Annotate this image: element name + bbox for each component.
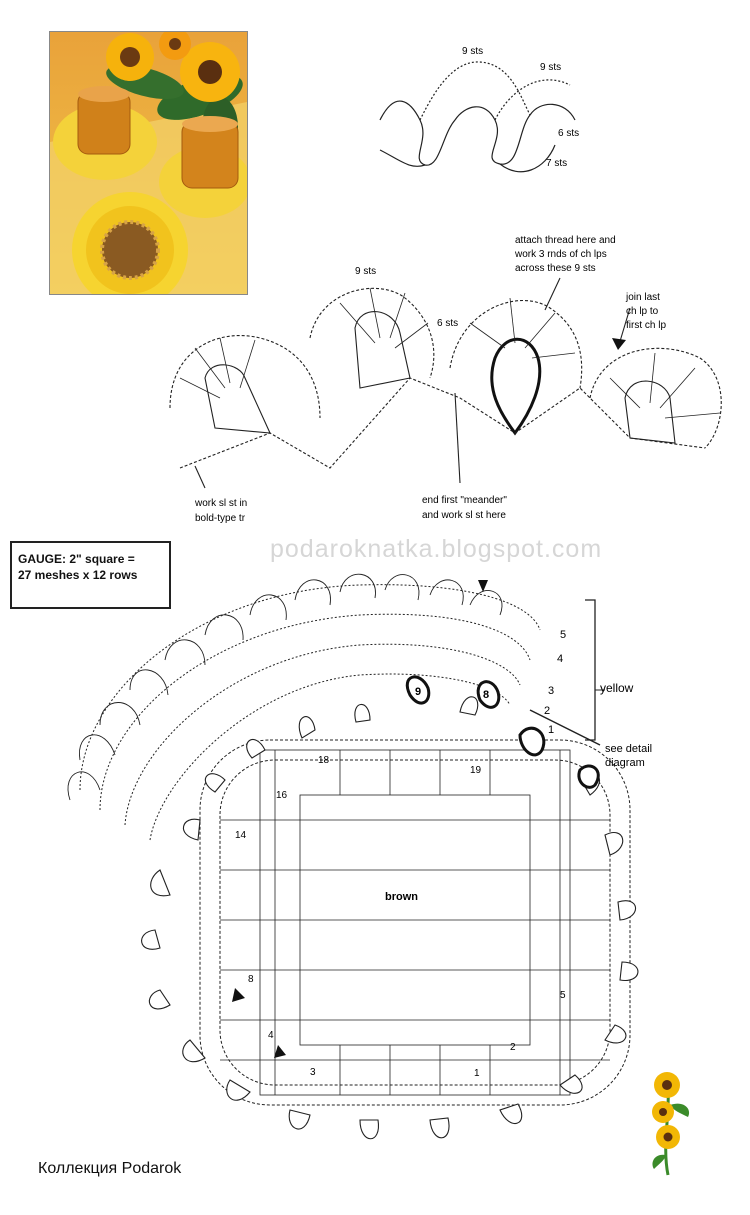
center-label: brown	[385, 891, 418, 903]
sunflower-decoration-icon	[652, 1072, 690, 1176]
collection-caption: Коллекция Podarok	[38, 1160, 182, 1177]
svg-text:end first "meander": end first "meander"	[422, 495, 507, 506]
svg-text:2: 2	[544, 705, 550, 717]
detail-9sts: 9 sts	[355, 266, 376, 277]
svg-text:16: 16	[276, 790, 288, 801]
svg-text:9: 9	[415, 686, 421, 698]
svg-text:1: 1	[474, 1068, 480, 1079]
detail-meander-diagram: 9 sts 6 sts attach thread here and work …	[169, 235, 722, 524]
petal-ring	[141, 696, 639, 1140]
svg-text:4: 4	[268, 1030, 274, 1041]
gauge-line-2: 27 meshes x 12 rows	[18, 568, 138, 582]
svg-text:2: 2	[510, 1042, 516, 1053]
svg-text:and work sl st here: and work sl st here	[422, 510, 506, 521]
svg-text:4: 4	[557, 653, 563, 665]
attach-note: attach thread here and work 3 rnds of ch…	[514, 235, 616, 274]
watermark: podaroknatka.blogspot.com	[270, 535, 603, 563]
svg-text:8: 8	[483, 689, 489, 701]
svg-text:work 3 rnds of ch lps: work 3 rnds of ch lps	[514, 249, 607, 260]
svg-text:join last: join last	[625, 292, 660, 303]
svg-text:attach thread here and: attach thread here and	[515, 235, 616, 246]
top-label-a: 9 sts	[462, 46, 483, 57]
svg-text:5: 5	[560, 990, 566, 1001]
sunflower-coasters-photo-icon	[50, 32, 247, 294]
row-numbers: 18 19 16 14 8 5 4 3 2 1	[235, 755, 566, 1079]
svg-text:5: 5	[560, 629, 566, 641]
svg-text:1: 1	[548, 724, 554, 736]
yellow-label: yellow	[600, 681, 634, 695]
svg-text:first ch lp: first ch lp	[626, 320, 666, 331]
svg-text:19: 19	[470, 765, 482, 776]
coaster-photo	[49, 31, 248, 295]
stitch-loop-diagram: 9 sts 9 sts 6 sts 7 sts	[379, 46, 579, 173]
detail-6sts: 6 sts	[437, 318, 458, 329]
svg-text:see detail: see detail	[605, 743, 652, 755]
svg-text:8: 8	[248, 974, 254, 985]
svg-text:3: 3	[310, 1067, 316, 1078]
meander-note: end first "meander" and work sl st here	[422, 495, 507, 521]
slst-note: work sl st in bold-type tr	[194, 498, 247, 524]
svg-text:bold-type tr: bold-type tr	[195, 513, 246, 524]
gauge-line-1: GAUGE: 2" square =	[18, 552, 135, 566]
see-detail-note: see detail diagram	[605, 743, 652, 769]
svg-text:across these 9 sts: across these 9 sts	[515, 263, 596, 274]
round-numbers: 5 4 3 2 1	[544, 629, 566, 736]
svg-text:18: 18	[318, 755, 330, 766]
svg-text:diagram: diagram	[605, 757, 645, 769]
top-label-b: 9 sts	[540, 62, 561, 73]
svg-text:14: 14	[235, 830, 247, 841]
svg-text:ch lp to: ch lp to	[626, 306, 659, 317]
join-note: join last ch lp to first ch lp	[625, 292, 666, 331]
top-label-d: 7 sts	[546, 158, 567, 169]
gauge-box: GAUGE: 2" square = 27 meshes x 12 rows	[10, 541, 171, 609]
main-coaster-chart: brown yellow see detail diagram 5 4 3 2 …	[67, 573, 652, 1140]
top-label-c: 6 sts	[558, 128, 579, 139]
petal-numbers: 9 8	[415, 686, 489, 701]
svg-text:work sl st in: work sl st in	[194, 498, 247, 509]
svg-text:3: 3	[548, 685, 554, 697]
